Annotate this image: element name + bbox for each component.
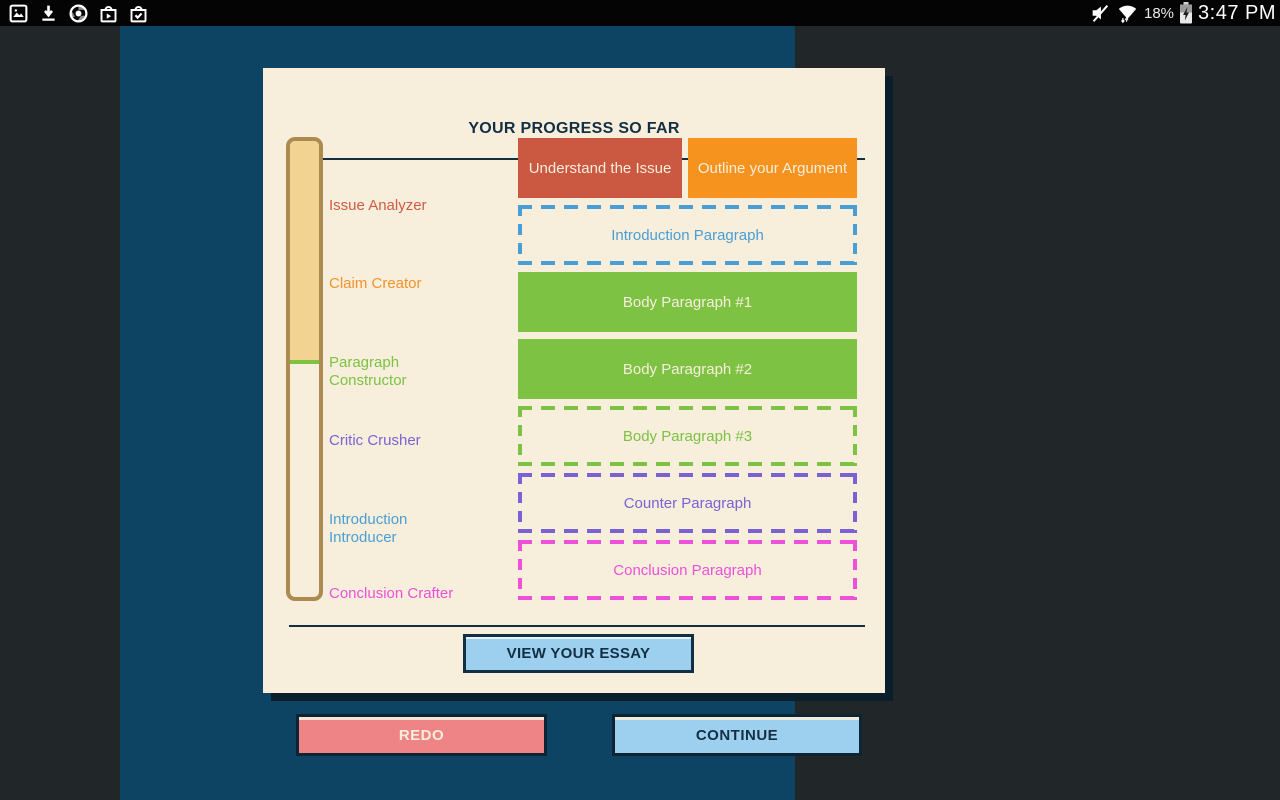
gallery-icon (8, 3, 29, 24)
progress-meter-fill (290, 141, 319, 365)
wifi-icon (1116, 2, 1139, 24)
step-label-critic-crusher: Critic Crusher (329, 432, 421, 449)
progress-box-body-paragraph-2: Body Paragraph #2 (518, 339, 857, 399)
progress-box-introduction-paragraph: Introduction Paragraph (518, 205, 857, 265)
step-label-conclusion-crafter: Conclusion Crafter (329, 585, 454, 602)
progress-box-outline-argument: Outline your Argument (688, 138, 857, 198)
progress-box-understand-issue: Understand the Issue (518, 138, 682, 198)
download-icon (38, 3, 59, 24)
step-label-introduction-introducer: Introduction Introducer (329, 511, 408, 546)
battery-percent: 18% (1143, 4, 1175, 22)
notification-icons (0, 3, 149, 24)
progress-box-body-paragraph-1: Body Paragraph #1 (518, 272, 857, 332)
view-essay-button[interactable]: VIEW YOUR ESSAY (463, 634, 694, 673)
step-label-claim-creator: Claim Creator (329, 275, 422, 292)
app-panel: YOUR PROGRESS SO FAR Issue Analyzer Clai… (120, 26, 885, 800)
status-indicators: 18% 3:47 PM (1089, 2, 1280, 25)
purchases-icon (128, 3, 149, 24)
redo-button[interactable]: REDO (296, 714, 547, 756)
progress-box-body-paragraph-3: Body Paragraph #3 (518, 406, 857, 466)
divider-bottom (289, 625, 865, 627)
status-bar: 18% 3:47 PM (0, 0, 1280, 26)
progress-box-conclusion-paragraph: Conclusion Paragraph (518, 540, 857, 600)
battery-charging-icon (1179, 2, 1193, 24)
play-store-icon (98, 3, 119, 24)
clock: 3:47 PM (1198, 1, 1276, 24)
page-title: YOUR PROGRESS SO FAR (468, 120, 680, 137)
chrome-icon (68, 3, 89, 24)
step-label-paragraph-constructor: Paragraph Constructor (329, 354, 407, 389)
continue-button[interactable]: CONTINUE (612, 714, 862, 756)
progress-box-counter-paragraph: Counter Paragraph (518, 473, 857, 533)
mute-icon (1089, 2, 1111, 24)
step-label-issue-analyzer: Issue Analyzer (329, 197, 427, 214)
progress-meter (286, 137, 323, 601)
progress-card: YOUR PROGRESS SO FAR Issue Analyzer Clai… (263, 68, 885, 693)
